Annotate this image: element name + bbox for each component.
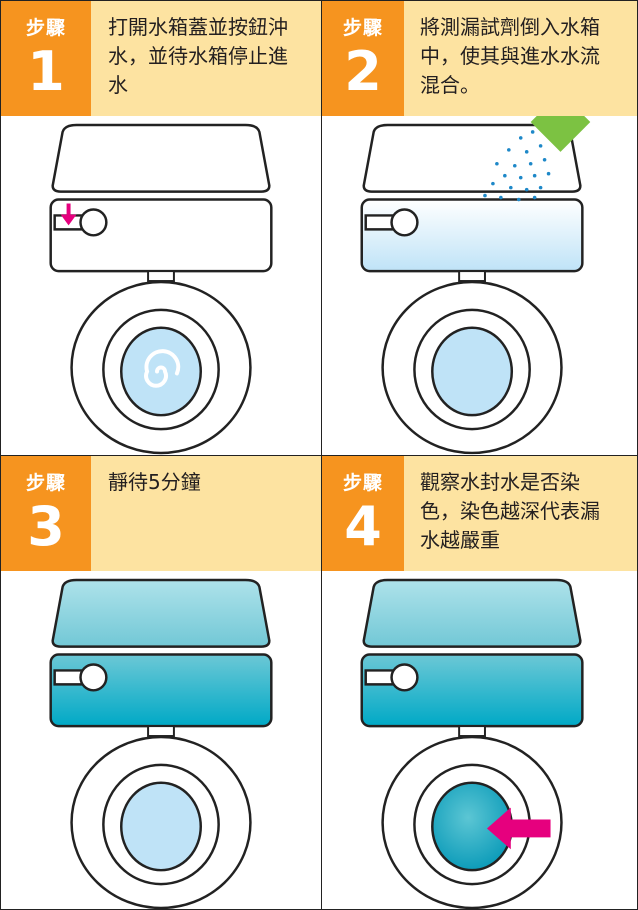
step-3-text: 靜待5分鐘 (108, 470, 201, 494)
step-3-header: 步驟 3 靜待5分鐘 (1, 456, 321, 571)
step-4-text: 觀察水封水是否染色，染色越深代表漏水越嚴重 (420, 470, 600, 552)
dye-drops (483, 130, 551, 202)
step-3-badge: 步驟 3 (1, 456, 91, 571)
step-1-badge: 步驟 1 (1, 1, 91, 116)
tank-lid (362, 123, 582, 193)
step-4-header: 步驟 4 觀察水封水是否染色，染色越深代表漏水越嚴重 (322, 456, 637, 571)
tank-neck (147, 725, 175, 738)
tank-body (360, 653, 584, 728)
tank-body (49, 653, 273, 728)
step-2-label: 步驟 (342, 17, 383, 39)
tank-lid (51, 123, 271, 193)
water-seal (120, 326, 202, 417)
step-2-number: 2 (344, 40, 382, 103)
step-3-panel: 步驟 3 靜待5分鐘 (0, 455, 322, 910)
flush-lever (390, 663, 419, 692)
step-1-panel: 步驟 1 打開水箱蓋並按鈕沖水，並待水箱停止進水 (0, 0, 322, 456)
step-4-badge: 步驟 4 (322, 456, 404, 571)
step-1-label: 步驟 (25, 17, 66, 39)
step-3-label: 步驟 (25, 472, 66, 494)
step-1-text: 打開水箱蓋並按鈕沖水，並待水箱停止進水 (108, 15, 288, 97)
tank-neck (147, 270, 175, 283)
tank-body (49, 198, 273, 273)
water-seal (431, 326, 514, 417)
tank-lid (362, 578, 582, 648)
step-1-number: 1 (27, 40, 65, 103)
step-3-illustration (49, 578, 273, 909)
tank-neck (458, 725, 486, 738)
tank-neck (458, 270, 486, 283)
flush-lever (79, 208, 108, 237)
water-seal (120, 781, 202, 872)
step-4-illustration (360, 578, 584, 909)
step-2-text: 將測漏試劑倒入水箱中，使其與進水水流混合。 (420, 15, 600, 97)
tank-lid (51, 578, 271, 648)
flush-lever (390, 208, 419, 237)
tank-body (360, 198, 584, 273)
step-2-header: 步驟 2 將測漏試劑倒入水箱中，使其與進水水流混合。 (322, 1, 637, 116)
dye-packet-icon (530, 116, 591, 152)
pointer-arrow-icon (486, 807, 551, 850)
step-3-number: 3 (27, 495, 65, 558)
step-4-label: 步驟 (342, 472, 383, 494)
step-2-illustration (360, 116, 591, 455)
step-2-panel: 步驟 2 將測漏試劑倒入水箱中，使其與進水水流混合。 (321, 0, 638, 456)
step-1-illustration (49, 123, 273, 455)
step-1-header: 步驟 1 打開水箱蓋並按鈕沖水，並待水箱停止進水 (1, 1, 321, 116)
step-4-panel: 步驟 4 觀察水封水是否染色，染色越深代表漏水越嚴重 (321, 455, 638, 910)
press-arrow-icon (60, 203, 77, 226)
flush-lever (79, 663, 108, 692)
step-2-badge: 步驟 2 (322, 1, 404, 116)
swirl-icon (144, 349, 181, 388)
step-4-number: 4 (344, 495, 382, 558)
